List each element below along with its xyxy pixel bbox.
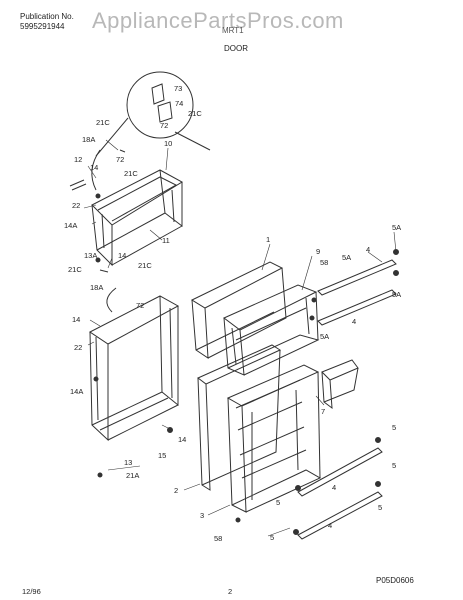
hinge-detail-magnifier: [95, 71, 211, 157]
leader-lines: [83, 139, 397, 537]
callout-72: 72: [116, 155, 124, 164]
publication-number: 5995291944: [20, 22, 65, 31]
callout-5-mid: 5: [276, 498, 280, 507]
callout-21c: 21C: [96, 118, 110, 127]
callout-14a-lower: 14A: [70, 387, 83, 396]
callout-4-upper: 4: [366, 245, 370, 254]
callout-18a-lower: 18A: [90, 283, 103, 292]
callout-22-lower: 22: [74, 343, 82, 352]
callout-13: 13: [124, 458, 132, 467]
fresh-food-handle-trims: [297, 447, 383, 540]
callout-5a-upper: 5A: [342, 253, 351, 262]
callout-58-lower: 58: [214, 534, 222, 543]
footer-page-number: 2: [228, 587, 233, 596]
callout-5a-lower: 5A: [320, 332, 329, 341]
callout-14-lower: 14: [72, 315, 80, 324]
callout-2: 2: [174, 486, 178, 495]
callout-7: 7: [321, 407, 325, 416]
callout-15: 15: [158, 451, 166, 460]
model-number: MRT1: [222, 26, 244, 35]
callout-74: 74: [175, 99, 183, 108]
freezer-handle-trims: [317, 259, 397, 326]
callout-58-upper: 58: [320, 258, 328, 267]
publication-label: Publication No.: [20, 12, 74, 21]
callout-21c-top: 21C: [188, 109, 202, 118]
freezer-door-panel: [190, 261, 320, 376]
callout-12: 12: [74, 155, 82, 164]
section-title: DOOR: [224, 44, 248, 53]
freezer-door-gasket-frame: [91, 169, 183, 267]
callout-14a-upper: 14A: [64, 221, 77, 230]
watermark: AppliancePartsPros.com: [92, 8, 344, 33]
callout-21a: 21A: [126, 471, 139, 480]
callout-1: 1: [266, 235, 270, 244]
callout-5-right-bottom: 5: [378, 503, 382, 512]
callout-21c-left: 21C: [68, 265, 82, 274]
callout-9: 9: [316, 247, 320, 256]
callout-5-right-upper: 5: [392, 423, 396, 432]
butter-compartment: [321, 359, 359, 410]
callout-22-upper: 22: [72, 201, 80, 210]
callout-72-lower: 72: [136, 301, 144, 310]
callout-18a: 18A: [82, 135, 95, 144]
callout-5-right-lower: 5: [392, 461, 396, 470]
screws-and-clips: [93, 193, 399, 535]
callout-11: 11: [162, 236, 170, 245]
fresh-food-door-panel: [197, 344, 322, 513]
callout-21c-hinge: 21C: [138, 261, 152, 270]
callout-4-bottom: 4: [328, 521, 332, 530]
callout-3: 3: [200, 511, 204, 520]
hinge-parts: [69, 149, 126, 313]
callout-21c-mid: 21C: [124, 169, 138, 178]
callout-4-lower: 4: [332, 483, 336, 492]
callout-5a-top-right: 5A: [392, 223, 401, 232]
callout-13a: 13A: [84, 251, 97, 260]
callout-73: 73: [174, 84, 182, 93]
callout-labels: 73 74 21C 72 21C 18A 72 10 12 14 21C 22 …: [64, 84, 401, 543]
callout-14-bottom: 14: [178, 435, 186, 444]
fresh-food-gasket-frame: [89, 295, 180, 442]
callout-14-upper: 14: [90, 163, 98, 172]
drawing-code: P05D0606: [376, 576, 414, 585]
callout-14-hinge: 14: [118, 251, 126, 260]
footer-date: 12/96: [22, 587, 41, 596]
callout-10: 10: [164, 139, 172, 148]
callout-72-detail: 72: [160, 121, 168, 130]
callout-5a-right: 5A: [392, 290, 401, 299]
callout-4-mid: 4: [352, 317, 356, 326]
callout-5-bottom: 5: [270, 533, 274, 542]
